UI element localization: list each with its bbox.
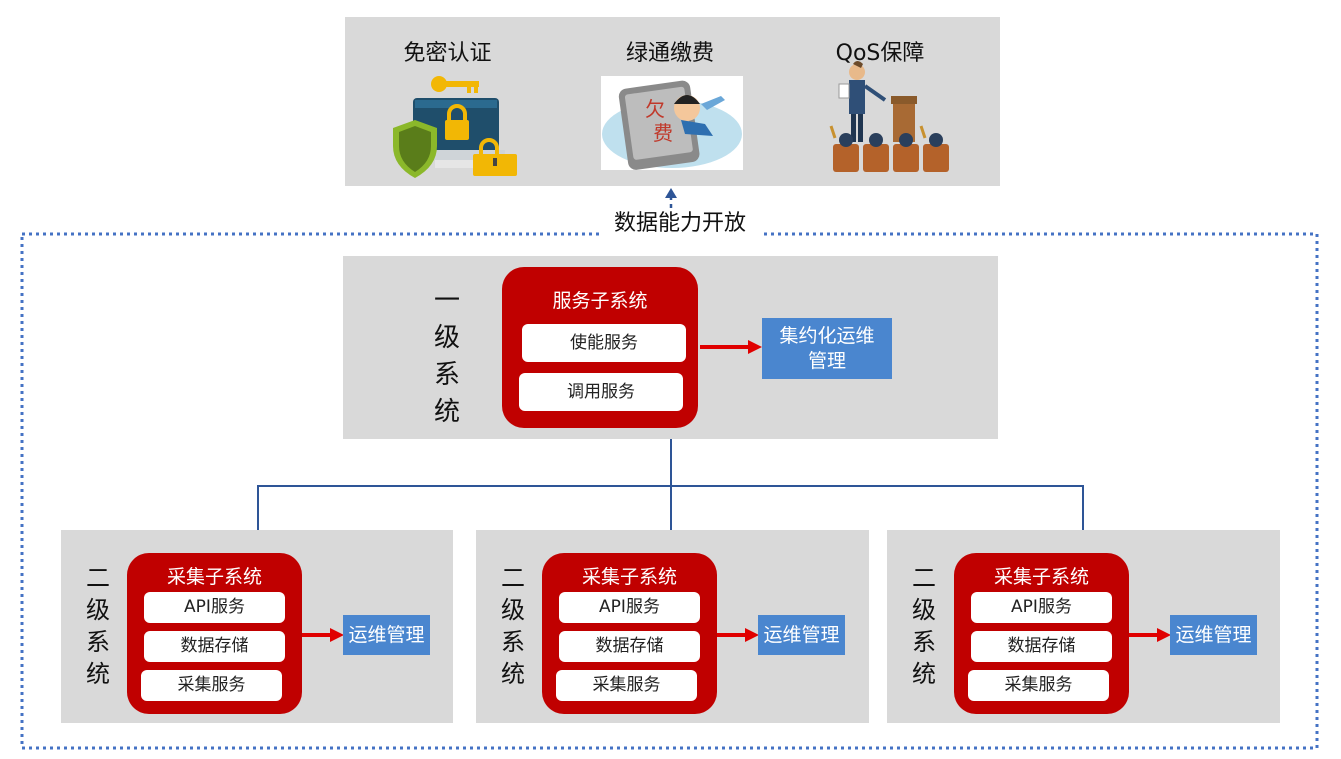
level2-label-char: 二	[501, 564, 525, 592]
level2-label-char: 级	[912, 596, 936, 624]
level1-label-char: 级	[433, 323, 460, 353]
svg-text:欠: 欠	[645, 97, 665, 121]
level2-system-label: 二 级 系 统	[78, 562, 118, 690]
level2-label-char: 系	[86, 628, 110, 656]
feature-label-green-payment: 绿通缴费	[625, 41, 714, 66]
level1-ops-arrow	[700, 340, 762, 354]
collection-subsystem-title: 采集子系统	[581, 566, 677, 588]
svg-text:费: 费	[653, 121, 673, 145]
level2-label-char: 二	[86, 564, 110, 592]
level2-label-char: 级	[501, 596, 525, 624]
level2-system-label: 二 级 系 统	[493, 562, 533, 690]
connector-branch-right	[1082, 485, 1084, 530]
level1-system-label: 一 级 系 统	[427, 283, 467, 431]
data-storage-item: 数据存储	[559, 631, 700, 662]
connector-branch-middle	[670, 485, 672, 530]
enable-service-item: 使能服务	[522, 324, 686, 362]
collection-subsystem-title: 采集子系统	[166, 566, 262, 588]
level1-label-char: 系	[433, 360, 460, 390]
level2-system-label: 二 级 系 统	[904, 562, 944, 690]
api-service-item: API服务	[971, 592, 1112, 623]
level2-label-char: 二	[912, 564, 936, 592]
ops-management-box: 运维管理	[343, 615, 430, 655]
level2-label-char: 系	[501, 628, 525, 656]
level2-label-char: 级	[86, 596, 110, 624]
level2-label-char: 统	[86, 660, 110, 688]
presenter-audience-icon	[829, 61, 949, 172]
data-storage-item: 数据存储	[144, 631, 285, 662]
ops-management-box: 运维管理	[758, 615, 845, 655]
level1-label-char: 统	[433, 397, 460, 427]
level2-label-char: 统	[912, 660, 936, 688]
data-storage-item: 数据存储	[971, 631, 1112, 662]
level2-label-char: 统	[501, 660, 525, 688]
api-service-item: API服务	[559, 592, 700, 623]
key-lock-shield-icon	[393, 76, 517, 178]
level2-ops-arrow	[1129, 628, 1171, 642]
level2-ops-arrow	[717, 628, 759, 642]
level2-label-char: 系	[912, 628, 936, 656]
centralized-ops-management-box: 集约化运维 管理	[762, 318, 892, 379]
feature-label-passwordless-auth: 免密认证	[403, 41, 492, 66]
feature-label-qos: QoS保障	[835, 41, 925, 66]
collection-service-item: 采集服务	[968, 670, 1109, 701]
invoke-service-item: 调用服务	[519, 373, 683, 411]
connector-branch-left	[257, 485, 259, 530]
collection-service-item: 采集服务	[141, 670, 282, 701]
tablet-payment-icon: 欠 费	[601, 76, 743, 170]
ops-management-box: 运维管理	[1170, 615, 1257, 655]
api-service-item: API服务	[144, 592, 285, 623]
service-subsystem-title: 服务子系统	[552, 290, 648, 312]
collection-service-item: 采集服务	[556, 670, 697, 701]
centralized-ops-line1: 集约化运维	[779, 325, 875, 347]
collection-subsystem-title: 采集子系统	[993, 566, 1089, 588]
level2-ops-arrow	[302, 628, 344, 642]
centralized-ops-line2: 管理	[807, 350, 846, 372]
connector-trunk	[670, 439, 672, 486]
open-capabilities-label: 数据能力开放	[600, 208, 760, 242]
level1-label-char: 一	[433, 286, 460, 316]
